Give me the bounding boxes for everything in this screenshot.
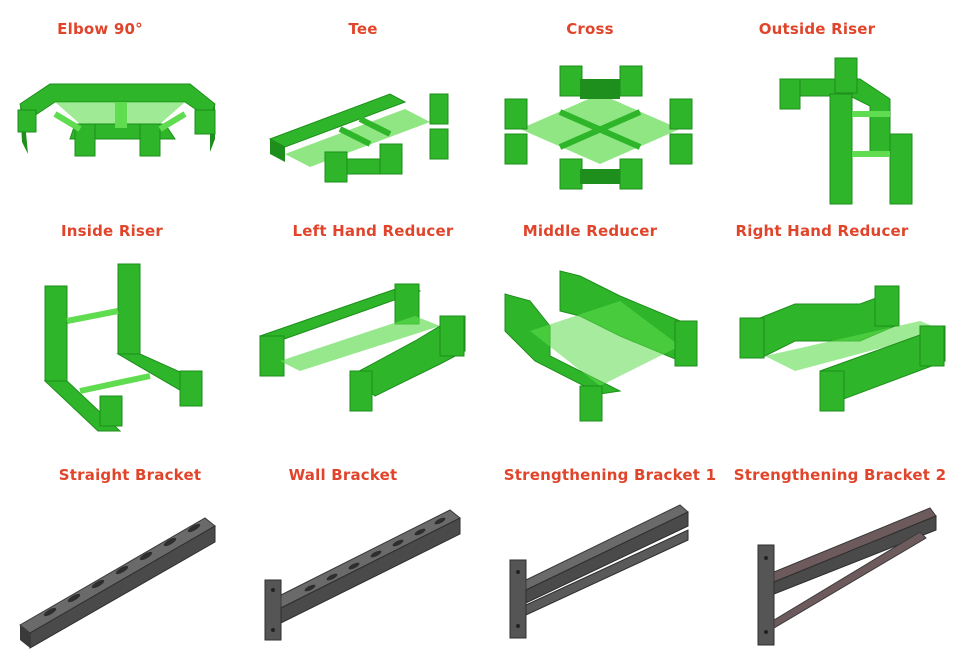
product-cell-left-hand-reducer: Left Hand Reducer (240, 202, 480, 425)
cross-image (504, 65, 693, 190)
product-cell-middle-reducer: Middle Reducer (480, 202, 720, 425)
outside-riser-image (779, 57, 913, 205)
product-cell-wall-bracket: Wall Bracket (240, 446, 480, 669)
product-label: Middle Reducer (522, 222, 658, 240)
right-hand-reducer-image (739, 285, 946, 412)
product-cell-inside-riser: Inside Riser (0, 202, 240, 432)
elbow-90-image (17, 83, 216, 157)
wall-bracket-image (264, 509, 461, 641)
product-cell-right-hand-reducer: Right Hand Reducer (720, 202, 960, 425)
tee-image (268, 93, 449, 183)
straight-bracket-image (19, 517, 216, 649)
product-label: Cross (566, 20, 614, 38)
product-label: Outside Riser (758, 20, 876, 38)
product-cell-cross: Cross (480, 0, 720, 223)
product-cell-straight-bracket: Straight Bracket (0, 446, 240, 669)
product-label: Elbow 90° (57, 20, 143, 38)
product-cell-strengthening-bracket-1: Strengthening Bracket 1 (480, 446, 720, 669)
product-cell-tee: Tee (240, 0, 480, 223)
left-hand-reducer-image (258, 283, 466, 412)
inside-riser-image (43, 263, 203, 432)
middle-reducer-image (504, 270, 698, 422)
product-label: Strengthening Bracket 1 (503, 466, 717, 484)
product-label: Left Hand Reducer (292, 222, 454, 240)
product-cell-outside-riser: Outside Riser (720, 0, 960, 223)
strengthening-bracket-1-image (509, 504, 689, 639)
product-cell-strengthening-bracket-2: Strengthening Bracket 2 (720, 446, 960, 669)
product-label: Straight Bracket (58, 466, 202, 484)
product-label: Strengthening Bracket 2 (733, 466, 947, 484)
product-label: Tee (348, 20, 378, 38)
strengthening-bracket-2-image (757, 507, 937, 646)
product-label: Right Hand Reducer (735, 222, 909, 240)
product-label: Wall Bracket (288, 466, 398, 484)
product-label: Inside Riser (60, 222, 164, 240)
product-cell-elbow: Elbow 90° (0, 0, 240, 223)
